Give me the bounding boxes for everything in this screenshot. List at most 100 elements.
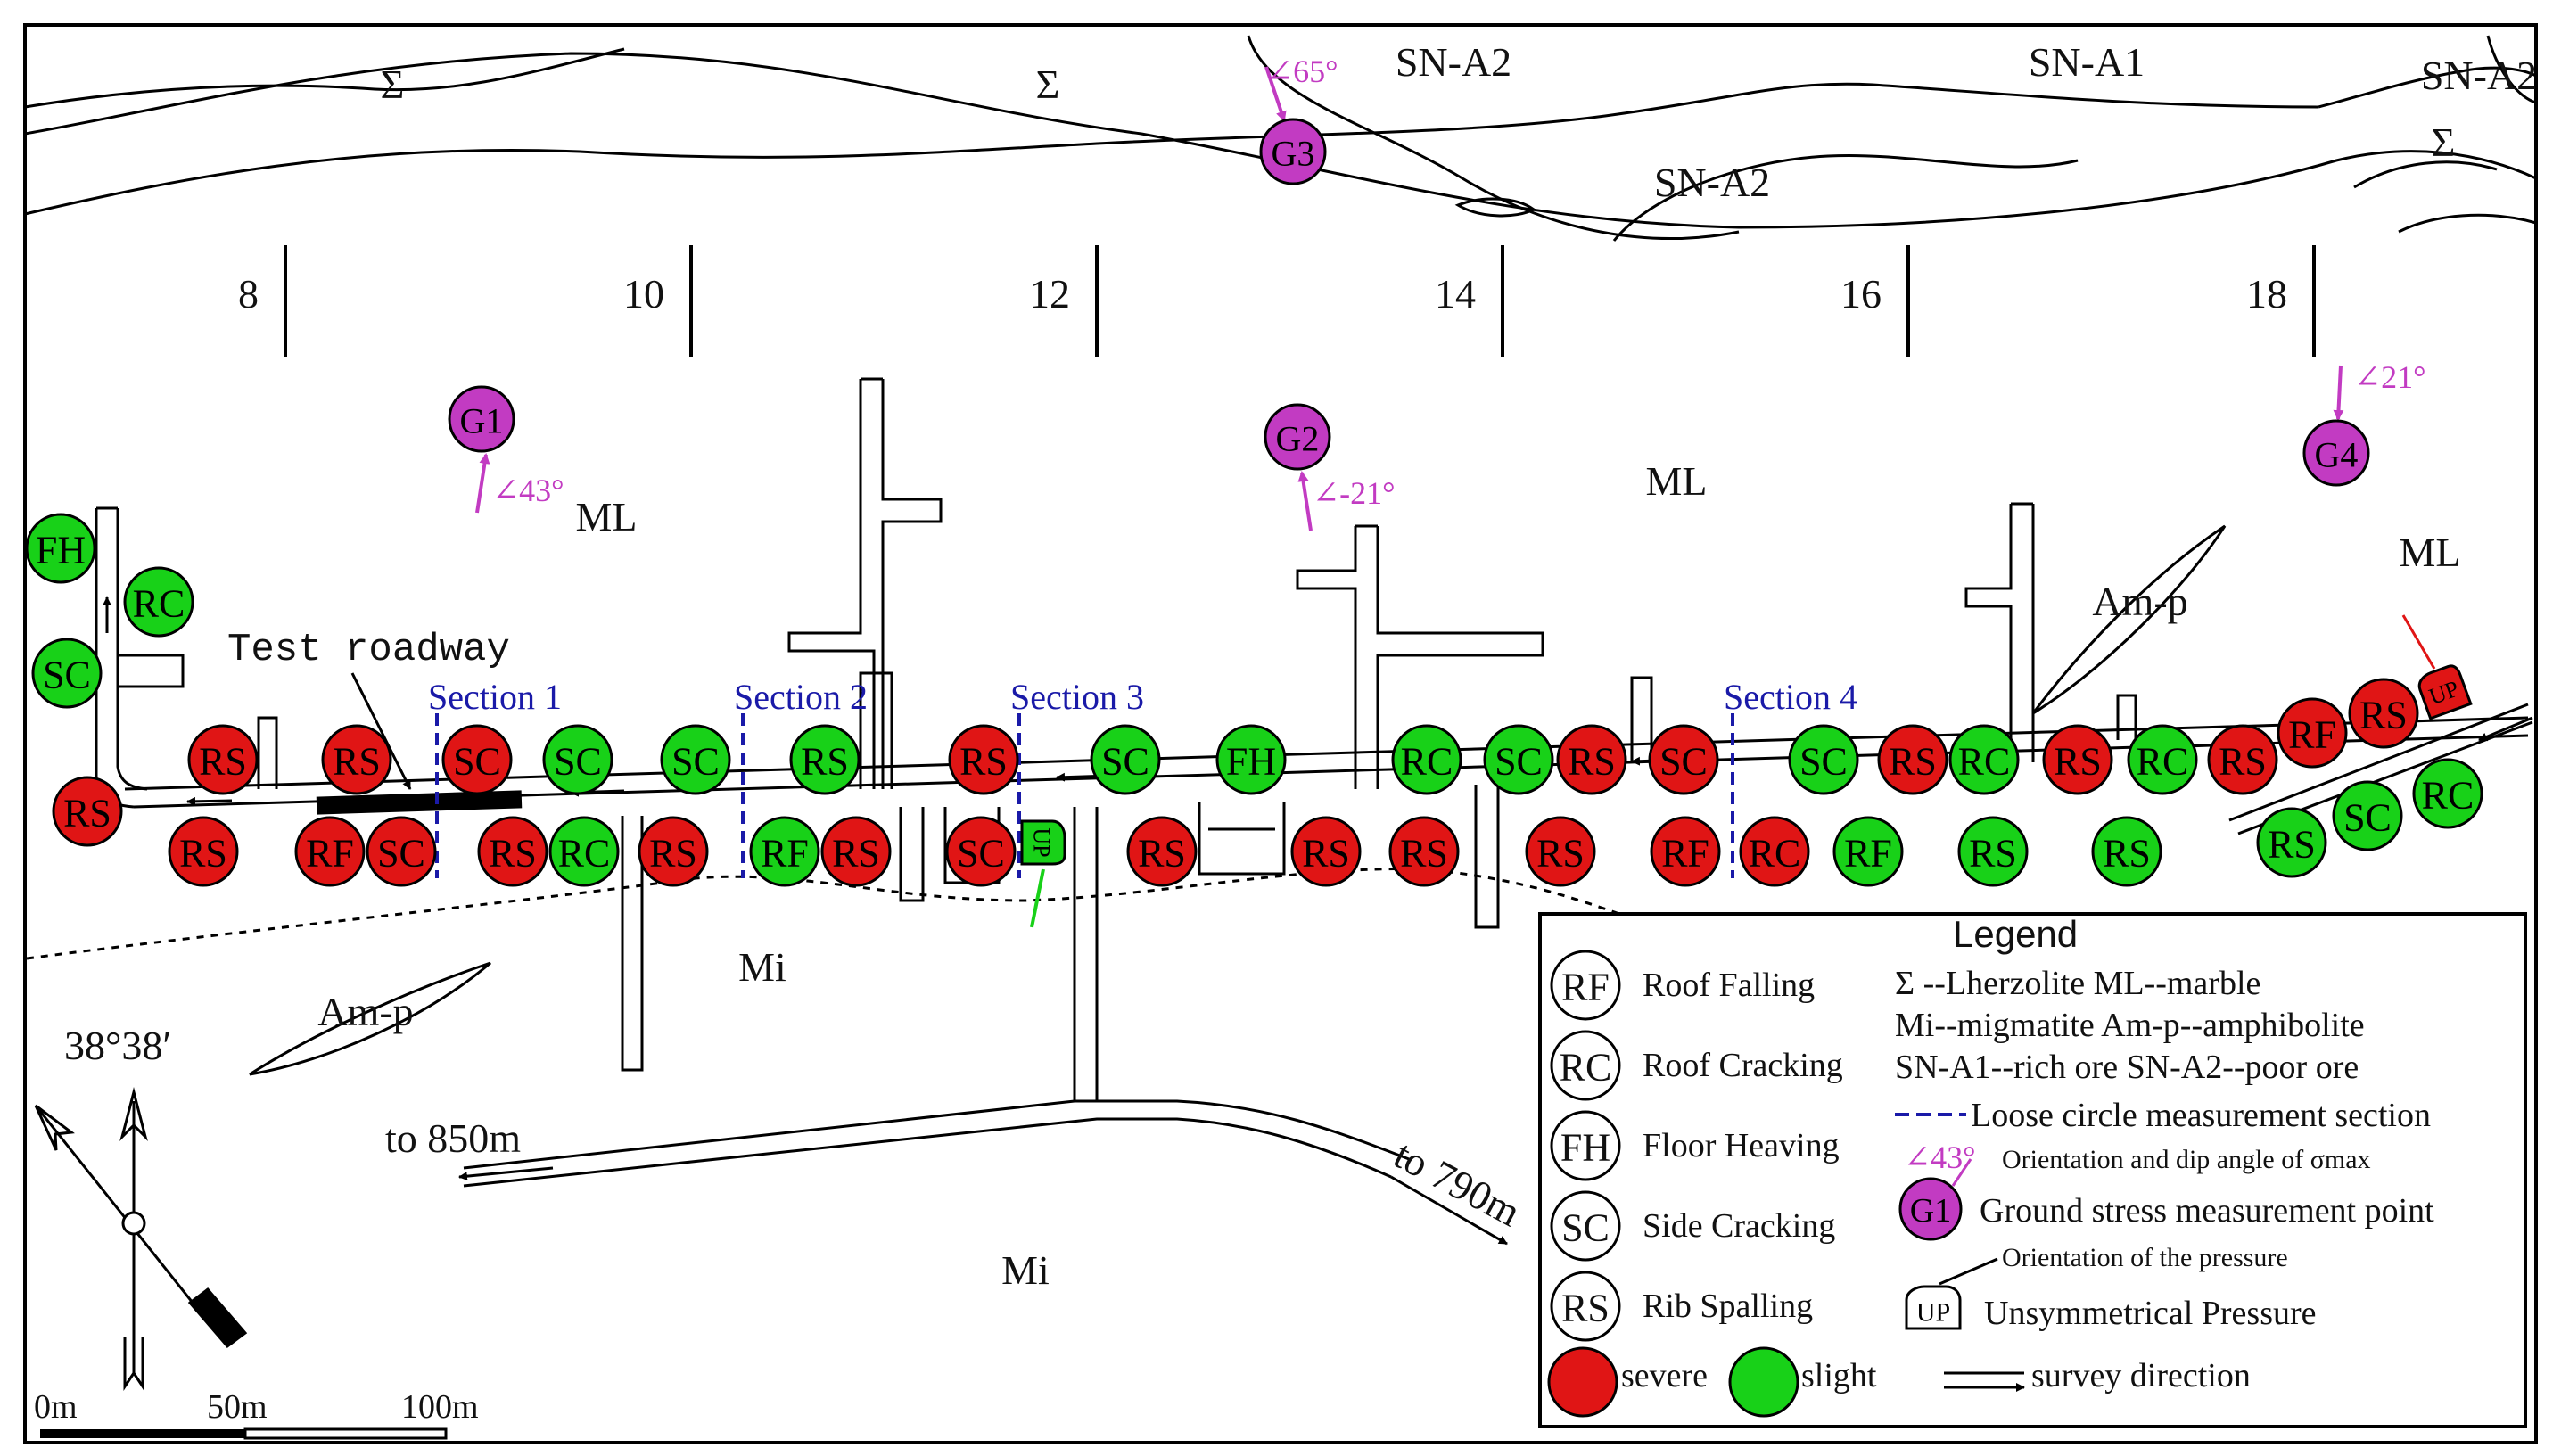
- legend-symbol-label: Rib Spalling: [1643, 1287, 1813, 1325]
- stress-arrow: [1297, 471, 1313, 531]
- rock-label: Am-p: [317, 989, 413, 1034]
- legend-symbol-circle: [1550, 950, 1621, 1021]
- damage-marker: [1483, 724, 1554, 795]
- legend-symbol-label: Side Cracking: [1643, 1207, 1835, 1245]
- legend-lithology-2: Mi--migmatite Am-p--amphibolite: [1895, 1007, 2365, 1044]
- damage-marker: [187, 724, 259, 795]
- legend-loose-circle: Loose circle measurement section: [1971, 1097, 2431, 1134]
- scale-bar: 0m 50m 100m: [34, 1388, 479, 1440]
- scale-label-100: 100m: [401, 1388, 479, 1426]
- damage-marker-code: SC: [1799, 740, 1848, 784]
- damage-marker: [294, 816, 366, 887]
- stress-point: [1259, 118, 1327, 185]
- legend-symbol-code: SC: [1561, 1206, 1610, 1250]
- section-label: Section 2: [734, 677, 868, 717]
- rock-label: ML: [576, 494, 638, 539]
- damage-marker-code: RC: [1958, 740, 2011, 784]
- stress-angle: ∠43°: [492, 473, 564, 508]
- legend-symbol-circle: [1550, 1271, 1621, 1342]
- rock-label: Σ: [381, 62, 405, 107]
- damage-marker: [1391, 724, 1462, 795]
- damage-marker-code: RS: [649, 832, 697, 876]
- stress-id: G1: [460, 401, 504, 441]
- grid-label: 14: [1435, 271, 1476, 317]
- legend-lithology-3: SN-A1--rich ore SN-A2--poor ore: [1895, 1049, 2359, 1086]
- damage-marker: [123, 566, 194, 638]
- legend-symbol-code: RC: [1560, 1046, 1612, 1090]
- section-label: Section 1: [428, 677, 562, 717]
- legend-slight: slight: [1801, 1357, 1877, 1394]
- damage-marker-code: RC: [558, 832, 611, 876]
- damage-marker: [2091, 816, 2162, 887]
- level-790-label: to 790m: [1387, 1131, 1528, 1236]
- legend-symbol-label: Roof Cracking: [1643, 1047, 1843, 1084]
- rock-label: SN-A2: [1654, 160, 1770, 205]
- amphibolite-lens-right: [2031, 524, 2227, 715]
- damage-marker-code: RS: [959, 740, 1008, 784]
- damage-marker-code: RC: [2137, 740, 2189, 784]
- damage-marker-code: RS: [2219, 740, 2267, 784]
- damage-marker: [31, 638, 103, 709]
- damage-marker: [1788, 724, 1859, 795]
- legend-up-symbol: [1905, 1285, 1962, 1330]
- grid-label: 8: [238, 271, 259, 317]
- damage-marker: [749, 816, 820, 887]
- damage-marker-code: RS: [199, 740, 247, 784]
- damage-marker: [1215, 724, 1287, 795]
- damage-marker: [2277, 697, 2348, 769]
- damage-marker: [1739, 816, 1810, 887]
- damage-marker: [1388, 816, 1460, 887]
- damage-marker-code: RF: [1661, 832, 1709, 876]
- legend-up-code: UP: [1916, 1298, 1950, 1328]
- damage-marker: [1126, 816, 1198, 887]
- rock-label: ML: [1646, 458, 1708, 504]
- damage-marker-code: RS: [801, 740, 849, 784]
- rock-label: Mi: [1001, 1247, 1050, 1293]
- damage-marker: [1957, 816, 2029, 887]
- up-red-arrow: [2401, 614, 2436, 670]
- damage-marker-code: RC: [133, 582, 185, 626]
- damage-marker: [2207, 724, 2278, 795]
- damage-marker-code: RF: [761, 832, 809, 876]
- lithology-contact-dashed: [26, 868, 1633, 960]
- damage-marker-code: SC: [2343, 796, 2392, 840]
- damage-marker-code: RF: [2288, 713, 2336, 757]
- stress-angle: ∠-21°: [1313, 475, 1396, 511]
- stress-angle: ∠21°: [2354, 359, 2426, 395]
- damage-marker-code: SC: [43, 654, 91, 697]
- grid-label: 12: [1029, 271, 1070, 317]
- legend-symbol-code: RS: [1561, 1287, 1610, 1330]
- rock-label: Am-p: [2092, 579, 2187, 624]
- stress-point: [448, 385, 515, 453]
- rock-label: Mi: [738, 944, 786, 990]
- section-label: Section 3: [1010, 677, 1144, 717]
- stress-angle: ∠65°: [1266, 53, 1338, 89]
- damage-marker-code: RS: [1138, 832, 1186, 876]
- up-green-arrow: [1030, 868, 1045, 928]
- damage-marker-code: SC: [377, 832, 425, 876]
- stress-arrow: [475, 453, 490, 514]
- damage-marker-code: SC: [671, 740, 720, 784]
- damage-marker-code: RS: [63, 792, 111, 835]
- stress-arrow: [1264, 66, 1287, 122]
- legend-symbol-code: RF: [1561, 966, 1610, 1009]
- damage-marker: [2256, 807, 2327, 878]
- damage-marker-code: RS: [489, 832, 537, 876]
- damage-marker: [2348, 678, 2419, 749]
- stress-id: G4: [2315, 435, 2359, 475]
- damage-marker: [1090, 724, 1161, 795]
- damage-marker: [1832, 816, 1904, 887]
- damage-marker: [945, 816, 1017, 887]
- legend-slight-circle: [1728, 1346, 1799, 1418]
- legend-pressure-arrow: [1939, 1257, 1998, 1286]
- damage-marker-code: SC: [1495, 740, 1543, 784]
- damage-marker: [321, 724, 392, 795]
- damage-marker-code: SC: [453, 740, 501, 784]
- map-frame: [23, 23, 2538, 1444]
- stress-point: [2302, 419, 2370, 487]
